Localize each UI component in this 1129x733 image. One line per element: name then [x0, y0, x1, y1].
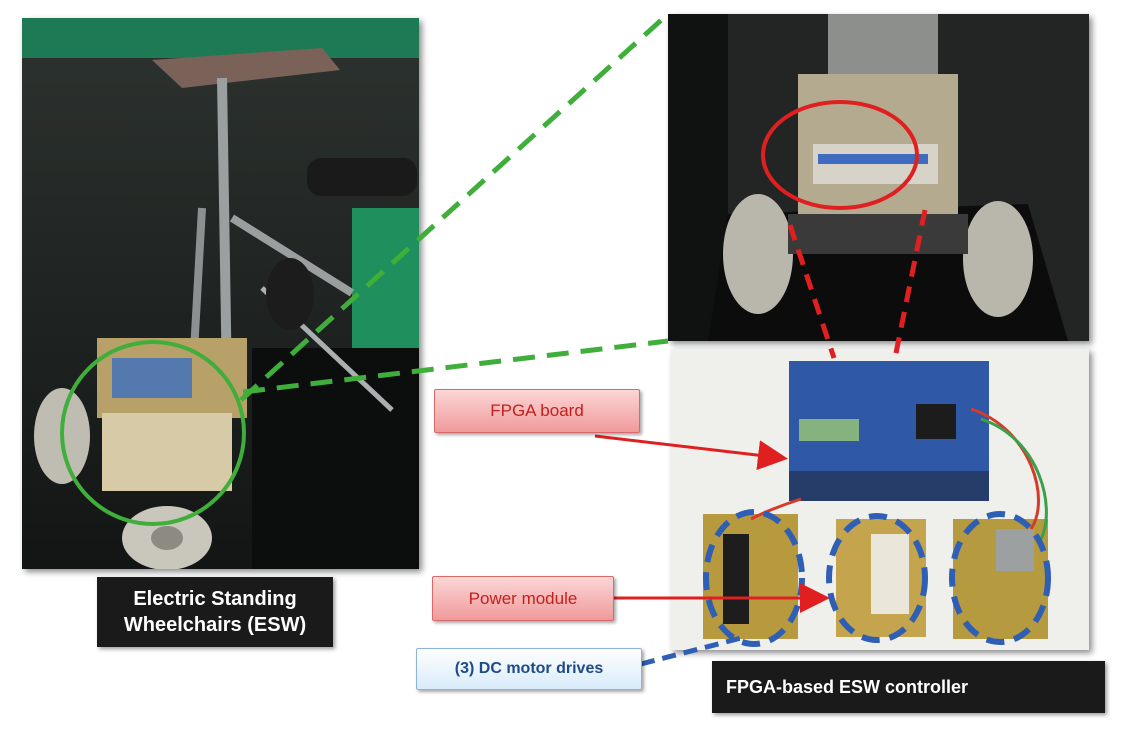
dc-motor-drives-callout: (3) DC motor drives: [416, 648, 642, 690]
chassis-photo: [668, 14, 1089, 341]
power-module-callout: Power module: [432, 576, 614, 621]
controller-caption: FPGA-based ESW controller: [712, 661, 1105, 713]
esw-photo: [22, 18, 419, 569]
esw-caption-line1: Electric Standing: [133, 588, 297, 610]
esw-caption: Electric Standing Wheelchairs (ESW): [97, 577, 333, 647]
fpga-board-callout: FPGA board: [434, 389, 640, 433]
esw-caption-line2: Wheelchairs (ESW): [123, 614, 307, 636]
board-photo: [671, 349, 1089, 650]
